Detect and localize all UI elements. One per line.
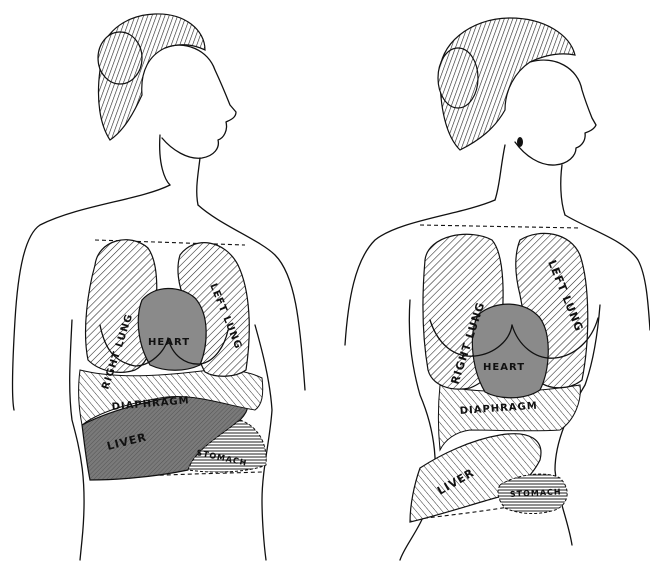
- corseted-figure: RIGHT LUNG LEFT LUNG HEART DIAPHRAGM LIV…: [345, 18, 650, 560]
- heart-label: HEART: [148, 337, 190, 348]
- natural-figure: RIGHT LUNG LEFT LUNG HEART DIAPHRAGM LIV…: [13, 14, 305, 560]
- face-right: [515, 60, 596, 165]
- heart-label: HEART: [483, 362, 525, 373]
- heart-right: [472, 304, 548, 398]
- heart-left: [138, 288, 206, 370]
- face-left: [162, 45, 236, 158]
